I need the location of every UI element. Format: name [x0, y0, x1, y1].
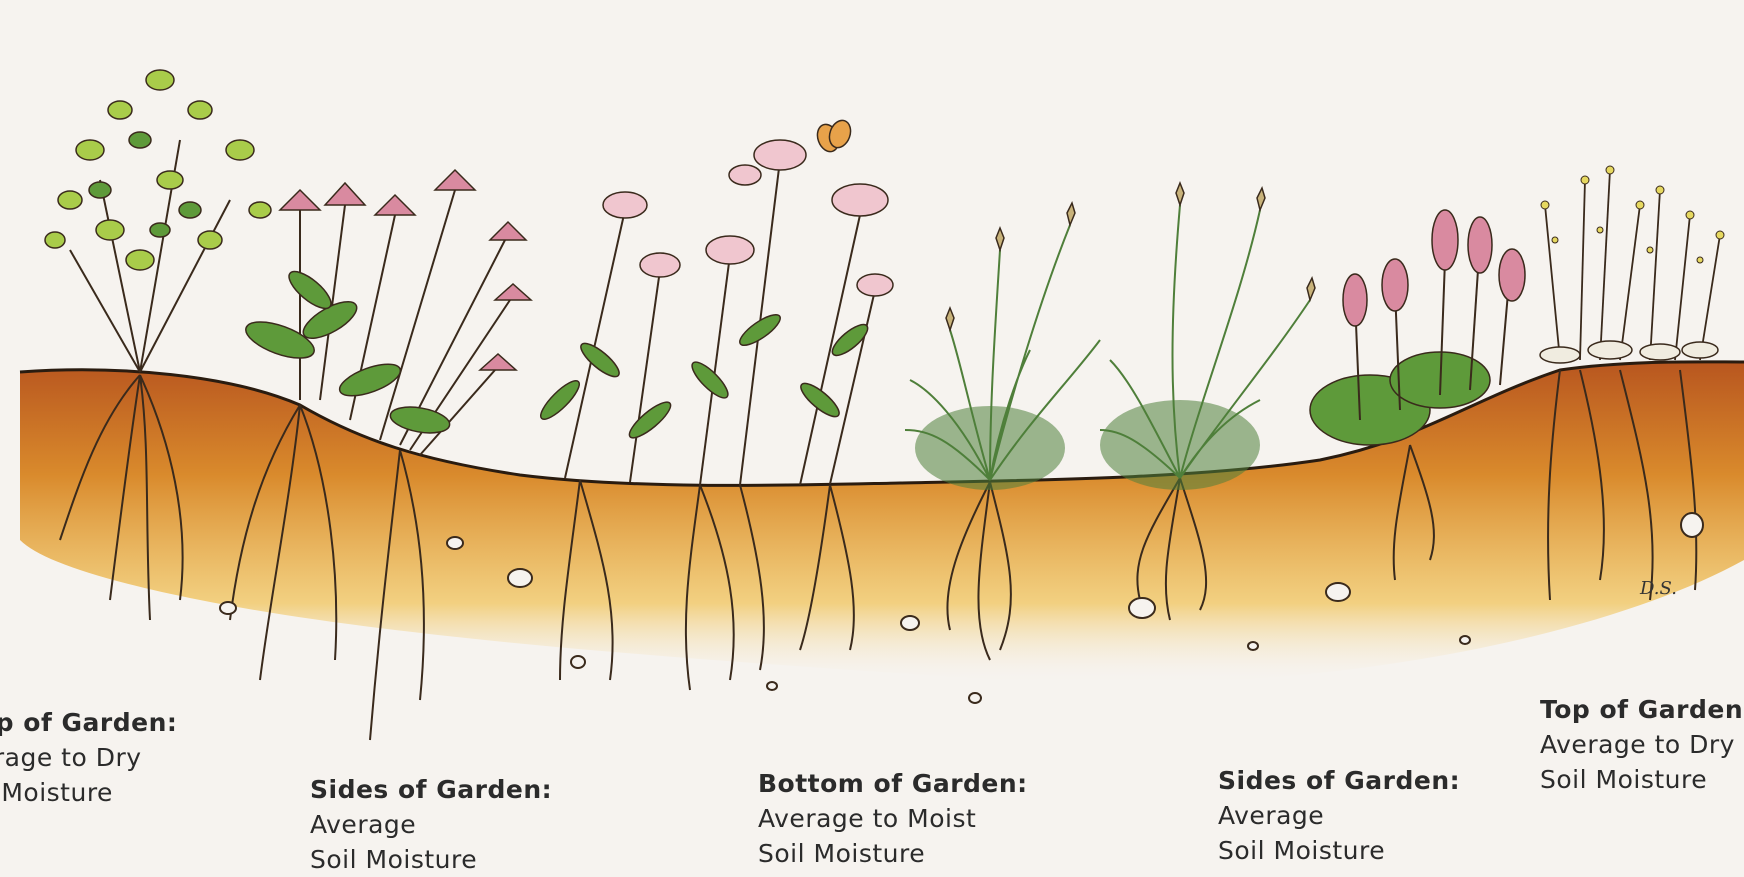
zone-label-bottom: Bottom of Garden: Average to Moist Soil … [758, 766, 1028, 871]
shrub-top-left [45, 70, 271, 372]
zone-label-sides-left: Sides of Garden: Average Soil Moisture [310, 772, 552, 877]
grass-clump-left [915, 406, 1065, 490]
zone-moisture-line2: il Moisture [0, 775, 177, 810]
zone-moisture-line1: Average to Moist [758, 801, 1028, 836]
zone-title: Top of Garden: [1540, 692, 1744, 727]
zone-moisture-line2: Soil Moisture [1218, 833, 1460, 868]
zone-title: op of Garden: [0, 705, 177, 740]
artist-signature: D.S. [1640, 578, 1677, 599]
grass-clump-right [1100, 400, 1260, 490]
dry-top-plants-right [1540, 166, 1724, 363]
soil-profile [20, 362, 1744, 684]
zone-moisture-line2: Soil Moisture [758, 836, 1028, 871]
zone-moisture-line1: Average [1218, 798, 1460, 833]
milkweed-plants [536, 117, 893, 485]
zone-moisture-line1: Average [310, 807, 552, 842]
zone-moisture-line2: Soil Moisture [310, 842, 552, 877]
zone-label-sides-right: Sides of Garden: Average Soil Moisture [1218, 763, 1460, 868]
zone-label-top-left: op of Garden: erage to Dry il Moisture [0, 705, 177, 810]
zone-moisture-line1: Average to Dry [1540, 727, 1744, 762]
zone-moisture-line1: erage to Dry [0, 740, 177, 775]
zone-title: Bottom of Garden: [758, 766, 1028, 801]
zone-moisture-line2: Soil Moisture [1540, 762, 1744, 797]
zone-title: Sides of Garden: [310, 772, 552, 807]
zone-label-top-right: Top of Garden: Average to Dry Soil Moist… [1540, 692, 1744, 797]
zone-title: Sides of Garden: [1218, 763, 1460, 798]
butterfly-icon [814, 117, 854, 154]
